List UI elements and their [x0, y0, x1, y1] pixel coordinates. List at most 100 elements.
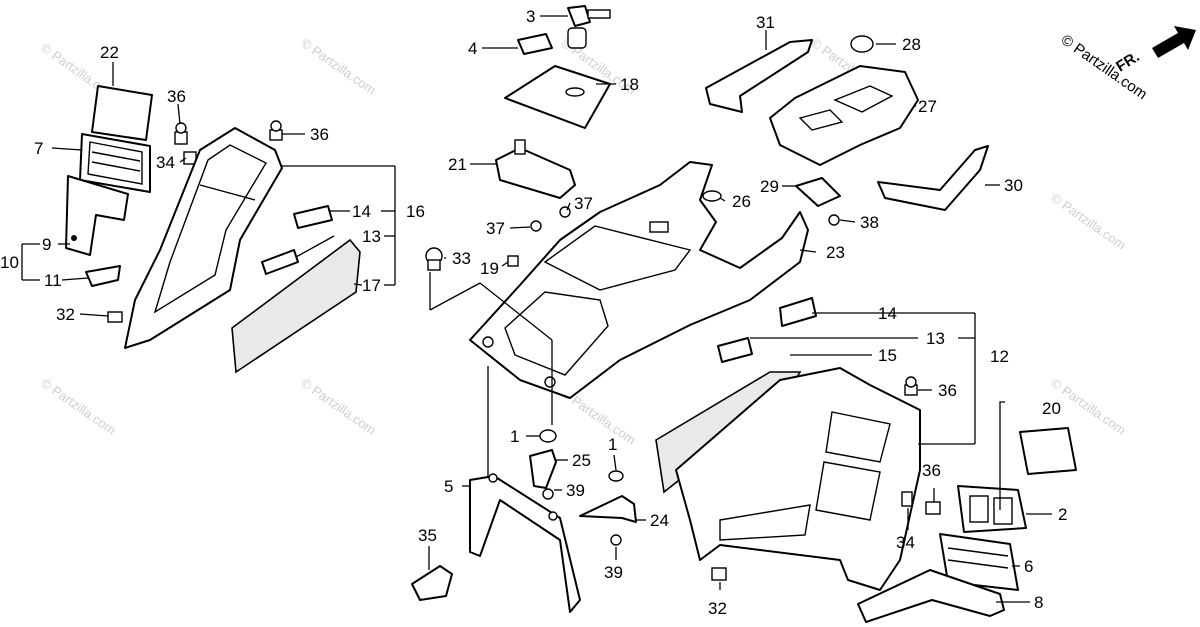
part-32-screw-bottom [711, 567, 727, 581]
callout-39: 39 [566, 481, 585, 500]
callout-36: 36 [922, 461, 941, 480]
callout-7: 7 [34, 139, 43, 158]
callout-22: 22 [100, 43, 119, 62]
callout-21: 21 [448, 155, 467, 174]
callout-36: 36 [167, 87, 186, 106]
part-13-pad-right [717, 337, 753, 363]
callout-30: 30 [1004, 176, 1023, 195]
part-18-lid [504, 65, 611, 129]
part-7-outlet-bezel [79, 133, 151, 193]
part-28-grommet [850, 35, 874, 53]
bottom-leaders [428, 366, 646, 570]
callout-26: 26 [732, 192, 751, 211]
part-12-right-side-cover [675, 367, 921, 591]
callout-13: 13 [362, 227, 381, 246]
right-lower-leaders [719, 312, 1052, 603]
callout-34: 34 [896, 533, 915, 552]
callout-8: 8 [1034, 593, 1043, 612]
callout-19: 19 [480, 259, 499, 278]
callout-17: 17 [362, 276, 381, 295]
callout-15: 15 [878, 346, 897, 365]
center-leaders [429, 15, 817, 425]
callout-10: 10 [0, 253, 19, 272]
front-direction-arrow: FR. [1113, 26, 1196, 75]
callout-32: 32 [708, 599, 727, 618]
callout-9: 9 [42, 235, 51, 254]
part-26-grommet [702, 190, 722, 202]
part-34-clip-right [901, 491, 913, 507]
part-23-center-console [469, 161, 809, 399]
callout-3: 3 [526, 7, 535, 26]
part-24-bracket [579, 495, 637, 523]
callout-33: 33 [452, 249, 471, 268]
watermark-text: © Partzilla.com [298, 35, 378, 98]
callout-35: 35 [418, 526, 437, 545]
callout-13: 13 [926, 329, 945, 348]
part-38-clip [828, 214, 840, 226]
part-1-grommets [539, 429, 624, 482]
part-32-screw-left [107, 311, 123, 323]
callout-39: 39 [604, 563, 623, 582]
callout-1: 1 [510, 427, 519, 446]
watermark-text: © Partzilla.com [298, 375, 378, 438]
callout-6: 6 [1024, 557, 1033, 576]
callout-37: 37 [486, 219, 505, 238]
part-2-switch-panel [957, 485, 1027, 533]
part-30-bracket [877, 145, 989, 211]
part-35-clamp [411, 565, 453, 601]
callout-27: 27 [918, 97, 937, 116]
callout-31: 31 [756, 13, 775, 32]
part-13-pad-left [261, 249, 299, 275]
part-22-lid [91, 85, 153, 141]
callout-12: 12 [990, 347, 1009, 366]
callout-36: 36 [310, 125, 329, 144]
part-29-module [795, 177, 841, 207]
part-27-top-cover [769, 65, 919, 166]
part-33-screw [425, 247, 443, 271]
part-21-hinge [495, 139, 576, 199]
part-5-frame [469, 473, 581, 613]
part-36-screw-left [174, 122, 188, 145]
part-20-lid-right [999, 401, 1077, 510]
part-17-panel-left [231, 238, 361, 374]
callout-32: 32 [56, 305, 75, 324]
callout-4: 4 [468, 39, 477, 58]
callout-37: 37 [574, 194, 593, 213]
callout-20: 20 [1042, 399, 1061, 418]
part-6-outlet-right [939, 533, 1019, 591]
right-top-leaders [765, 30, 1000, 223]
part-39-clips [542, 488, 622, 546]
part-3-lock-key [567, 5, 611, 49]
watermark-main-text: © Partzilla.com [1058, 31, 1151, 103]
callout-36: 36 [938, 381, 957, 400]
callout-1: 1 [608, 435, 617, 454]
callout-24: 24 [650, 511, 669, 530]
part-36-screw-right [904, 376, 918, 396]
part-36-screw-top-left [269, 120, 283, 141]
part-31-strap [705, 39, 813, 113]
callout-5: 5 [444, 477, 453, 496]
callout-2: 2 [1058, 505, 1067, 524]
part-9-bracket [65, 175, 129, 256]
callout-14: 14 [878, 304, 897, 323]
callout-11: 11 [44, 271, 62, 290]
part-14-pad-left [293, 205, 333, 229]
callout-29: 29 [760, 177, 779, 196]
left-leaders [21, 62, 396, 317]
callout-14: 14 [352, 202, 371, 221]
part-25-bracket [529, 449, 557, 489]
callout-25: 25 [572, 451, 591, 470]
callout-28: 28 [902, 35, 921, 54]
callout-34: 34 [156, 153, 175, 172]
callout-16: 16 [406, 202, 425, 221]
part-14-pad-right [779, 297, 817, 327]
part-11-clip [85, 265, 121, 287]
part-36-screw-lower-right [925, 501, 941, 515]
callout-23: 23 [826, 243, 845, 262]
watermark-text: © Partzilla.com [38, 375, 118, 438]
part-37-clips [530, 206, 571, 232]
watermark-text: © Partzilla.com [1048, 190, 1128, 253]
callout-38: 38 [860, 213, 879, 232]
callout-labels: 22 36 7 34 36 14 16 13 9 10 11 17 32 3 4… [0, 7, 1067, 618]
